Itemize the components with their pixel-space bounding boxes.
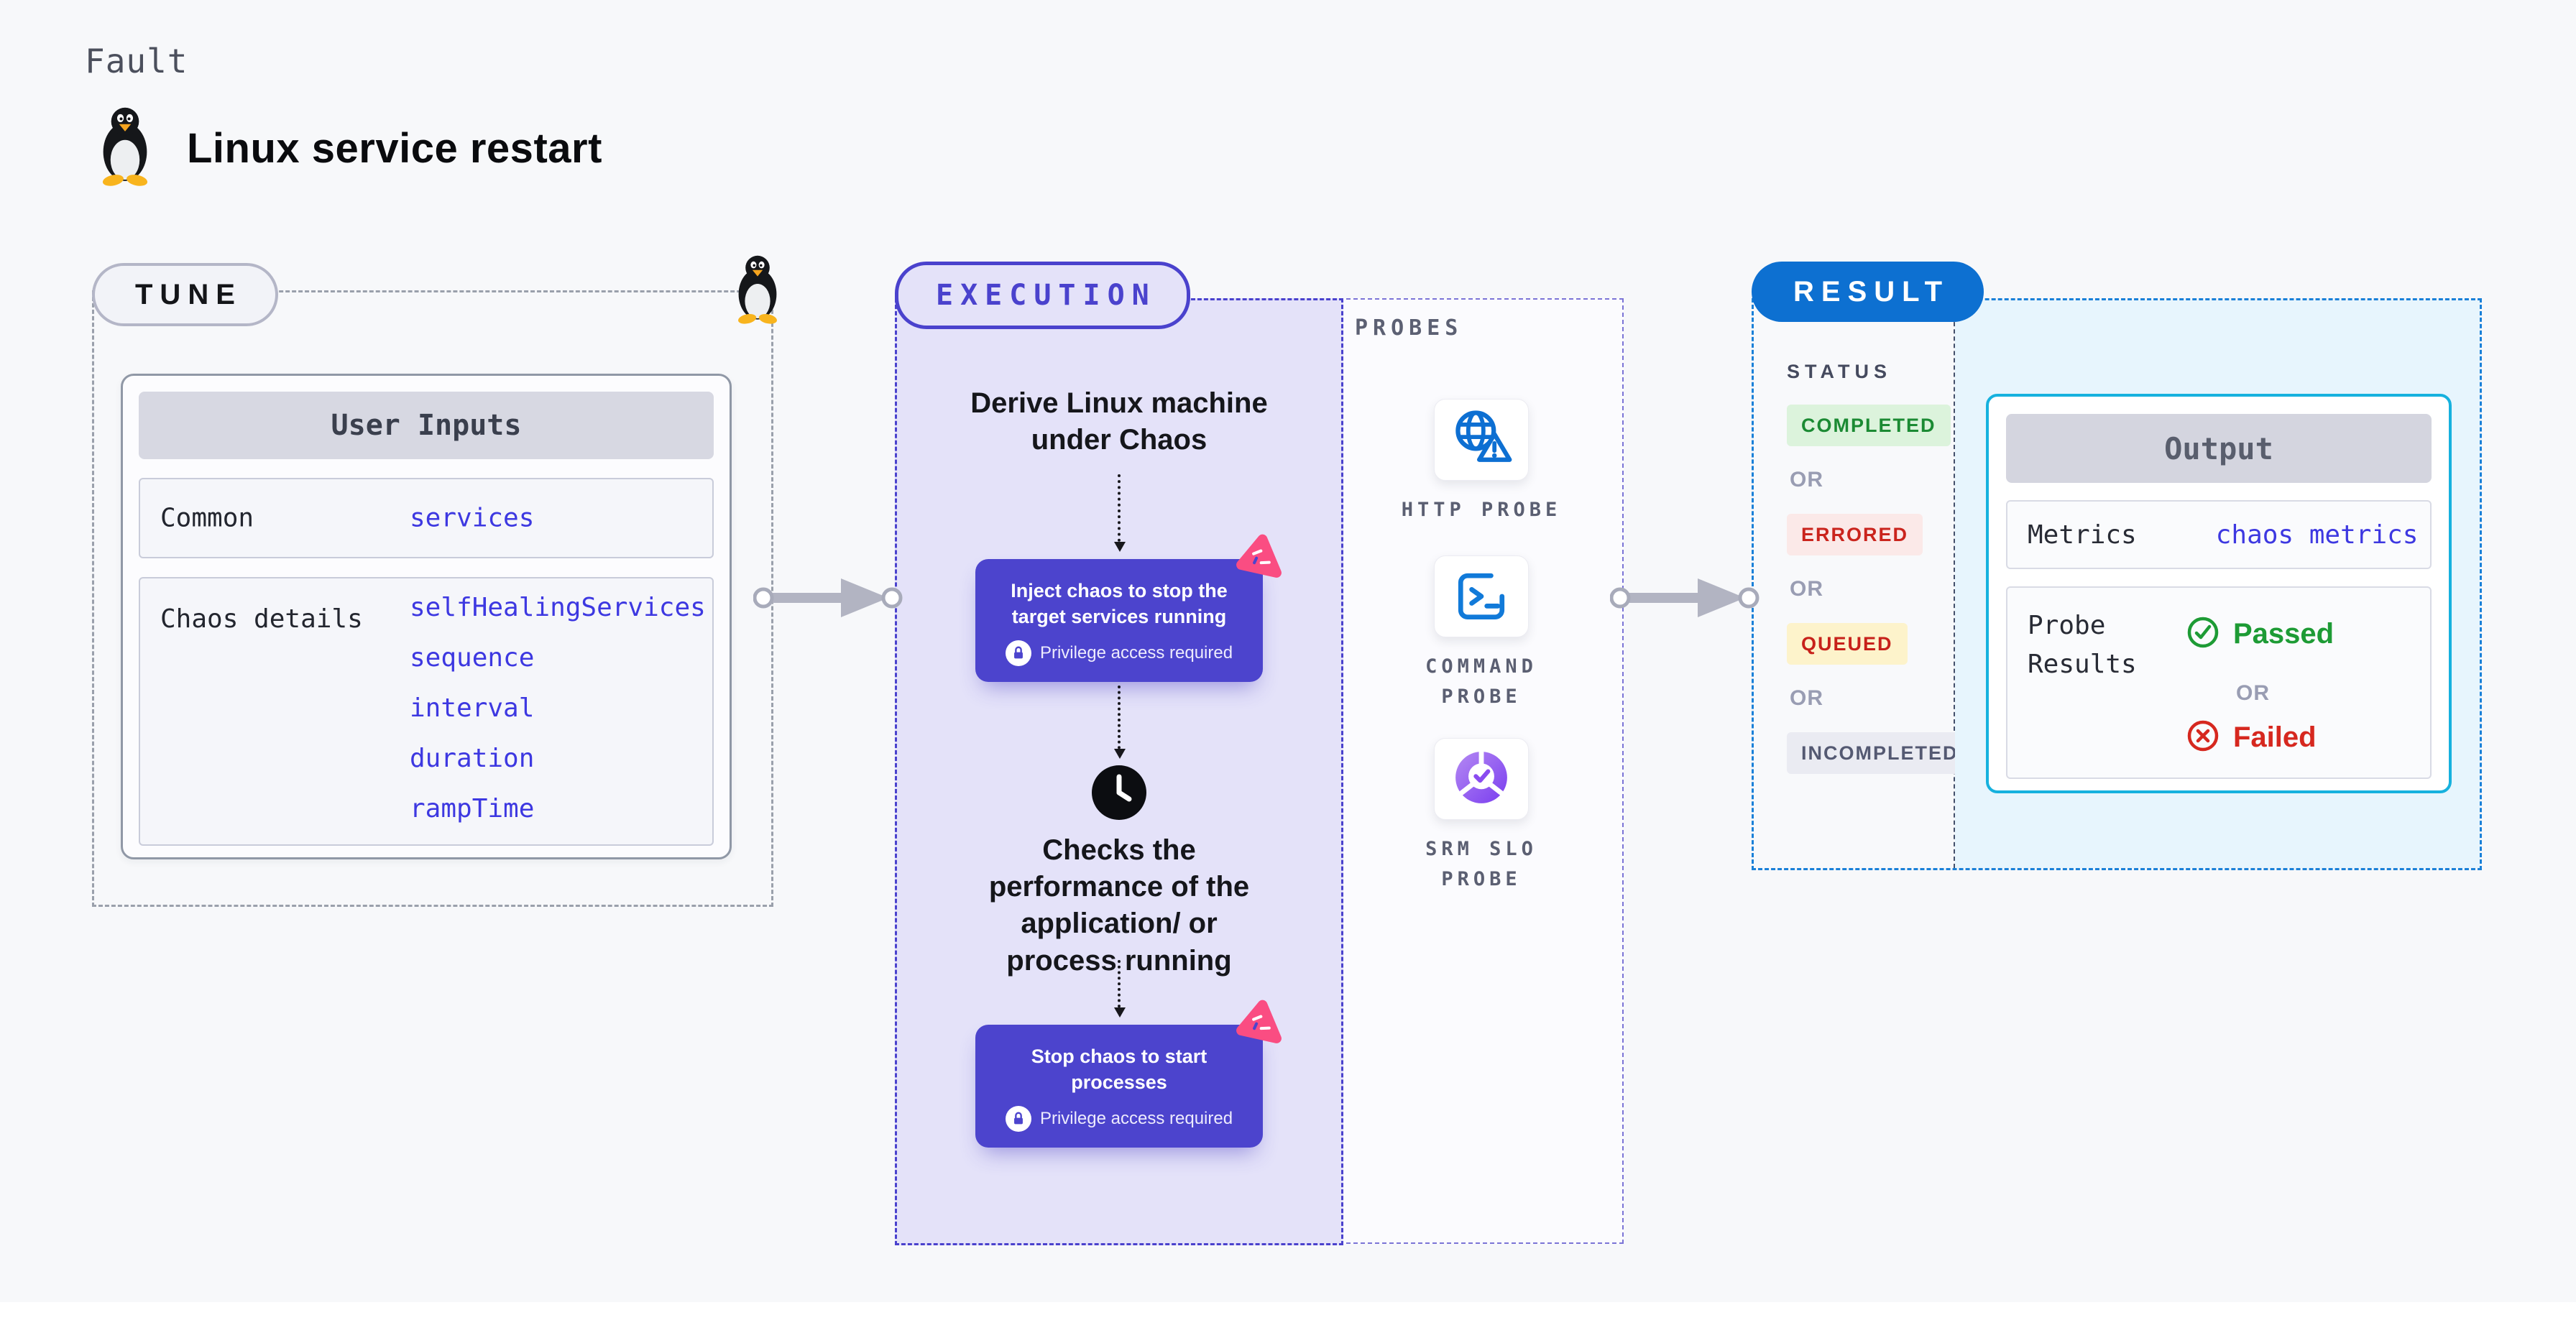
rampTime-link[interactable]: rampTime xyxy=(410,794,535,823)
probe-results-label: Probe Results xyxy=(2028,611,2137,679)
page-title: Linux service restart xyxy=(187,125,602,172)
chaos-logo-icon xyxy=(1236,999,1284,1048)
tune-badge: TUNE xyxy=(92,263,278,326)
user-inputs-row-chaos-details: Chaos details selfHealingServices sequen… xyxy=(139,577,714,846)
check-circle-icon xyxy=(2186,615,2220,653)
user-inputs-row-common: Common services xyxy=(139,478,714,558)
row-label: Common xyxy=(160,503,254,533)
terminal-icon xyxy=(1448,562,1514,632)
or-separator: OR xyxy=(1790,577,1823,601)
arrow-probes-to-result xyxy=(1610,578,1760,617)
probe-result-failed: Failed xyxy=(2186,719,2317,757)
execution-step-checks: Checks the performance of the applicatio… xyxy=(988,834,1250,977)
failed-text: Failed xyxy=(2233,721,2317,753)
execution-step-derive: Derive Linux machine under Chaos xyxy=(970,387,1268,456)
row-label: Chaos details xyxy=(160,604,363,634)
clock-icon xyxy=(1091,765,1147,824)
output-card: Output Metrics chaos metrics Probe Resul… xyxy=(1986,394,2452,793)
probe-name: COMMAND PROBE xyxy=(1425,655,1537,708)
chaos-logo-icon xyxy=(1236,533,1284,582)
probe-name: HTTP PROBE xyxy=(1401,499,1562,521)
tux-penguin-icon-small xyxy=(729,250,786,333)
x-circle-icon xyxy=(2186,719,2220,757)
flow-arrow-down-icon xyxy=(1114,960,1126,1018)
result-output-area: Output Metrics chaos metrics Probe Resul… xyxy=(1955,300,2480,868)
inject-chaos-title: Inject chaos to stop the target services… xyxy=(1011,580,1228,628)
chaos-metrics-link[interactable]: chaos metrics xyxy=(2215,520,2419,550)
probes-label: PROBES xyxy=(1355,315,1463,341)
command-probe-card xyxy=(1434,555,1529,637)
or-separator: OR xyxy=(2236,681,2270,705)
duration-link[interactable]: duration xyxy=(410,744,535,773)
privilege-note-text: Privilege access required xyxy=(1039,642,1233,663)
privilege-note: Privilege access required xyxy=(987,640,1251,666)
page-header: Linux service restart xyxy=(92,106,602,190)
bottom-margin xyxy=(0,1302,2576,1338)
chaos-detail-links: selfHealingServices sequence interval du… xyxy=(410,593,706,823)
output-header: Output xyxy=(2006,414,2432,483)
srm-slo-probe-card xyxy=(1434,738,1529,820)
status-badge-errored: ERRORED xyxy=(1787,514,1923,555)
fault-kicker: Fault xyxy=(85,42,188,80)
or-separator: OR xyxy=(1790,468,1823,492)
arrow-tune-to-execution xyxy=(753,578,903,617)
status-badge-queued: QUEUED xyxy=(1787,623,1908,665)
metrics-label: Metrics xyxy=(2028,520,2137,550)
inject-chaos-card: Inject chaos to stop the target services… xyxy=(975,534,1282,682)
selfHealingServices-link[interactable]: selfHealingServices xyxy=(410,593,706,622)
passed-text: Passed xyxy=(2233,618,2334,650)
probe-name: SRM SLO PROBE xyxy=(1425,838,1537,890)
interval-link[interactable]: interval xyxy=(410,693,535,723)
execution-badge: EXECUTION xyxy=(895,262,1190,329)
lock-icon xyxy=(1005,640,1031,666)
user-inputs-header: User Inputs xyxy=(139,392,714,459)
metrics-row: Metrics chaos metrics xyxy=(2006,500,2432,569)
tux-penguin-icon xyxy=(92,106,158,190)
slo-donut-check-icon xyxy=(1448,744,1515,815)
status-column: STATUS COMPLETED OR ERRORED OR QUEUED OR… xyxy=(1754,300,1973,868)
status-label: STATUS xyxy=(1787,361,1892,382)
execution-panel: Derive Linux machine under Chaos Inject … xyxy=(895,298,1343,1245)
probe-results-row: Probe Results Passed OR xyxy=(2006,586,2432,779)
flow-arrow-down-icon xyxy=(1114,474,1126,552)
status-badge-incompleted: INCOMPLETED xyxy=(1787,732,1973,774)
status-badge-completed: COMPLETED xyxy=(1787,405,1951,446)
probe-result-passed: Passed xyxy=(2186,615,2334,653)
http-probe-card xyxy=(1434,399,1529,481)
or-separator: OR xyxy=(1790,686,1823,710)
globe-warning-icon xyxy=(1448,405,1514,475)
services-link[interactable]: services xyxy=(410,503,535,533)
privilege-note: Privilege access required xyxy=(987,1105,1251,1132)
sequence-link[interactable]: sequence xyxy=(410,643,535,673)
flow-arrow-down-icon xyxy=(1114,686,1126,759)
probes-panel: PROBES HTTP PROBE COMMAND PROBE xyxy=(1339,298,1624,1244)
stop-chaos-card: Stop chaos to start processes Privilege … xyxy=(975,1000,1282,1148)
stop-chaos-title: Stop chaos to start processes xyxy=(1031,1046,1208,1094)
privilege-note-text: Privilege access required xyxy=(1039,1108,1233,1128)
lock-icon xyxy=(1005,1105,1031,1132)
user-inputs-card: User Inputs Common services Chaos detail… xyxy=(121,374,732,859)
result-panel: STATUS COMPLETED OR ERRORED OR QUEUED OR… xyxy=(1752,298,2482,870)
result-badge: RESULT xyxy=(1752,262,1984,322)
